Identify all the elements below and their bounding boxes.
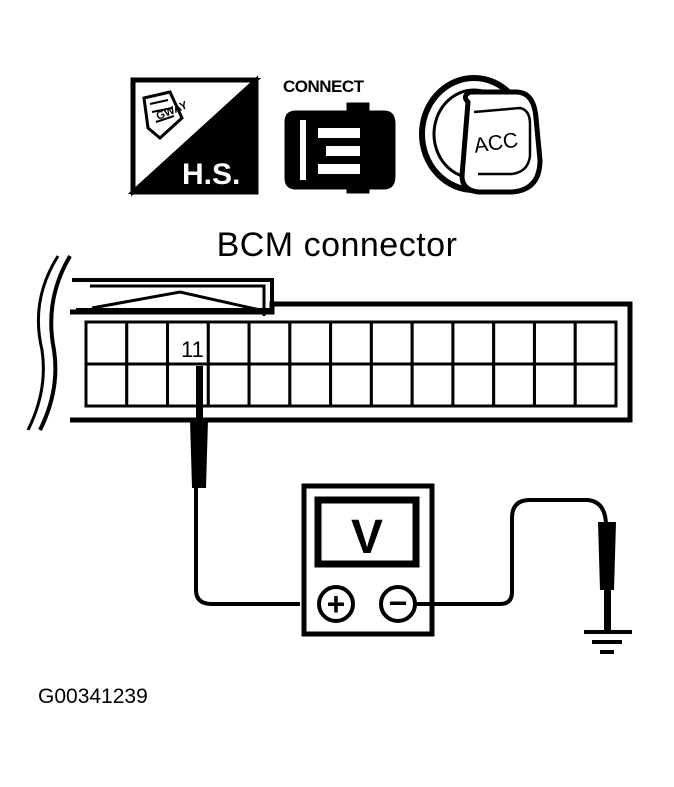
pin-label-11: 11 xyxy=(181,337,204,362)
connect-icon-label: CONNECT xyxy=(283,77,365,96)
terminal-cavity xyxy=(329,320,373,366)
terminal-cavity xyxy=(369,362,414,408)
terminal-cavity xyxy=(573,362,618,408)
terminal-cavity xyxy=(125,362,170,408)
svg-text:−: − xyxy=(389,585,408,621)
terminal-cavity xyxy=(410,320,455,366)
terminal-cavity xyxy=(451,362,496,408)
connector-break-line xyxy=(38,254,72,431)
terminal-cavity xyxy=(125,320,170,366)
terminal-cavity xyxy=(410,362,455,408)
ground-icon xyxy=(584,630,632,654)
figure-id: G00341239 xyxy=(38,685,148,708)
positive-terminal-icon: + xyxy=(317,585,355,623)
terminal-cavity xyxy=(84,320,129,366)
terminal-cavity xyxy=(532,362,577,408)
terminal-cavity xyxy=(369,320,414,366)
terminal-cavity xyxy=(206,320,251,366)
gateway-device-icon xyxy=(142,90,184,140)
terminal-cavity xyxy=(492,362,536,408)
negative-terminal-icon: − xyxy=(379,585,417,623)
terminal-cavity xyxy=(247,320,292,366)
terminal-cavity xyxy=(451,320,496,366)
terminal-cavity xyxy=(532,320,577,366)
voltmeter: V + − xyxy=(301,483,435,637)
terminal-cavity xyxy=(288,362,333,408)
svg-text:+: + xyxy=(327,586,346,622)
terminal-cavity xyxy=(329,362,373,408)
bcm-connector: 11 xyxy=(26,254,633,431)
terminal-cavity xyxy=(84,362,129,408)
terminal-cavity xyxy=(288,320,333,366)
hs-icon-label: H.S. xyxy=(182,158,240,191)
ignition-key-icon: ACC xyxy=(419,75,543,195)
positive-probe xyxy=(190,366,300,606)
terminal-cavity xyxy=(206,362,251,408)
hs-icon: GWAY H.S. xyxy=(127,75,262,197)
voltmeter-display xyxy=(314,496,420,568)
terminal-cavity xyxy=(247,362,292,408)
terminal-cavity xyxy=(573,320,618,366)
connector-title: BCM connector xyxy=(217,226,458,264)
terminal-cavity xyxy=(492,320,536,366)
ground-probe xyxy=(415,498,616,632)
terminal-grid xyxy=(84,320,618,408)
voltmeter-unit: V xyxy=(351,511,383,564)
connect-icon: CONNECT xyxy=(283,77,396,194)
